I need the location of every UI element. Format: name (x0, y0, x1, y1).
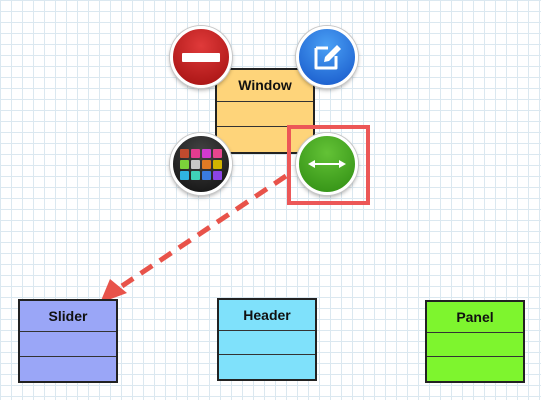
node-title: Slider (20, 301, 116, 332)
color-swatch (180, 170, 189, 180)
selection-highlight (287, 125, 370, 205)
node-title: Header (219, 300, 315, 331)
color-swatch (202, 170, 211, 180)
node-window[interactable]: Window (215, 68, 315, 154)
edit-icon (314, 45, 341, 70)
color-swatch (213, 159, 222, 169)
node-row (217, 102, 313, 128)
node-row (427, 357, 523, 381)
delete-button[interactable] (170, 26, 232, 88)
color-swatch (180, 159, 189, 169)
node-panel[interactable]: Panel (425, 300, 525, 383)
node-row (20, 332, 116, 357)
color-swatch (213, 148, 222, 158)
resize-button[interactable] (296, 133, 358, 195)
node-row (219, 331, 315, 356)
color-swatch (191, 170, 200, 180)
node-slider[interactable]: Slider (18, 299, 118, 383)
node-row (219, 355, 315, 379)
color-swatch (213, 170, 222, 180)
palette-grid-icon (180, 148, 222, 180)
node-row (20, 357, 116, 381)
resize-horizontal-icon (308, 160, 346, 168)
color-swatch (191, 159, 200, 169)
node-title: Panel (427, 302, 523, 333)
edit-button[interactable] (296, 26, 358, 88)
minus-icon (182, 52, 220, 62)
color-swatch (202, 148, 211, 158)
color-swatch (191, 148, 200, 158)
node-row (427, 333, 523, 358)
color-swatch (180, 148, 189, 158)
node-title: Window (217, 70, 313, 102)
style-button[interactable] (170, 133, 232, 195)
node-header[interactable]: Header (217, 298, 317, 381)
color-swatch (202, 159, 211, 169)
